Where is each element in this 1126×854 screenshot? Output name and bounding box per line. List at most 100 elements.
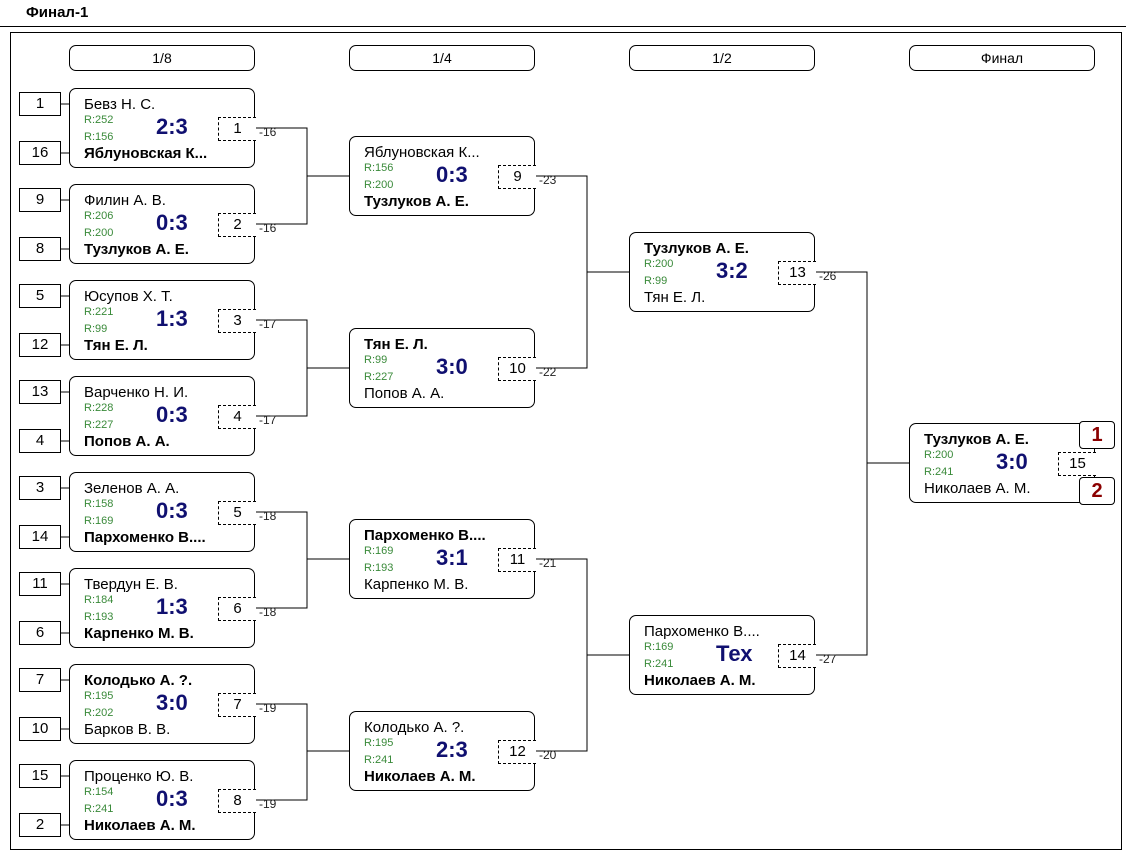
loser-destination: -19 bbox=[259, 701, 277, 715]
player-2-name: Тян Е. Л. bbox=[84, 337, 148, 354]
match-number: 12 bbox=[498, 740, 536, 764]
player-2-rating: R:200 bbox=[364, 179, 394, 191]
player-1-name: Тузлуков А. Е. bbox=[924, 431, 1029, 448]
match-number: 2 bbox=[218, 213, 256, 237]
player-1-name: Колодько А. ?. bbox=[364, 719, 465, 736]
player-1-rating: R:99 bbox=[364, 354, 388, 366]
player-2-rating: R:193 bbox=[84, 611, 114, 623]
match-number: 4 bbox=[218, 405, 256, 429]
player-1-name: Варченко Н. И. bbox=[84, 384, 189, 401]
bracket-connector bbox=[815, 271, 868, 656]
player-1-name: Тузлуков А. Е. bbox=[644, 240, 749, 257]
match-number: 10 bbox=[498, 357, 536, 381]
player-1-rating: R:206 bbox=[84, 210, 114, 222]
player-2-name: Николаев А. М. bbox=[364, 768, 476, 785]
match-score: Тех bbox=[716, 641, 753, 666]
bracket-connector bbox=[535, 558, 588, 752]
loser-destination: -16 bbox=[259, 221, 277, 235]
match-score: 1:3 bbox=[156, 306, 188, 331]
match-number: 14 bbox=[778, 644, 816, 668]
seed-box: 9 bbox=[19, 188, 61, 212]
player-2-name: Карпенко М. В. bbox=[364, 576, 469, 593]
match-number: 3 bbox=[218, 309, 256, 333]
match-score: 1:3 bbox=[156, 594, 188, 619]
match-score: 3:1 bbox=[436, 545, 468, 570]
player-2-name: Карпенко М. В. bbox=[84, 625, 194, 642]
seed-box: 10 bbox=[19, 717, 61, 741]
bracket-connector bbox=[535, 175, 588, 369]
loser-destination: -26 bbox=[819, 269, 837, 283]
player-1-name: Проценко Ю. В. bbox=[84, 768, 194, 785]
match-score: 0:3 bbox=[156, 210, 188, 235]
player-2-rating: R:227 bbox=[84, 419, 114, 431]
player-2-name: Николаев А. М. bbox=[84, 817, 196, 834]
match-number: 6 bbox=[218, 597, 256, 621]
player-1-name: Тян Е. Л. bbox=[364, 336, 428, 353]
loser-destination: -17 bbox=[259, 413, 277, 427]
player-1-rating: R:195 bbox=[84, 690, 114, 702]
player-2-name: Пархоменко В.... bbox=[84, 529, 206, 546]
player-2-name: Попов А. А. bbox=[364, 385, 445, 402]
loser-destination: -23 bbox=[539, 173, 557, 187]
seed-box: 8 bbox=[19, 237, 61, 261]
bracket-connector bbox=[255, 703, 308, 801]
player-2-name: Попов А. А. bbox=[84, 433, 170, 450]
player-2-rating: R:156 bbox=[84, 131, 114, 143]
seed-box: 7 bbox=[19, 668, 61, 692]
seed-box: 1 bbox=[19, 92, 61, 116]
match-number: 15 bbox=[1058, 452, 1096, 476]
player-2-rating: R:99 bbox=[644, 275, 668, 287]
bracket-connector bbox=[255, 319, 308, 417]
seed-box: 5 bbox=[19, 284, 61, 308]
match-score: 3:0 bbox=[156, 690, 188, 715]
loser-destination: -18 bbox=[259, 605, 277, 619]
match-score: 0:3 bbox=[156, 786, 188, 811]
player-1-rating: R:184 bbox=[84, 594, 114, 606]
bracket-connector bbox=[255, 127, 308, 225]
player-1-name: Филин А. В. bbox=[84, 192, 166, 209]
match-score: 3:0 bbox=[436, 354, 468, 379]
match-score: 3:2 bbox=[716, 258, 748, 283]
player-1-rating: R:154 bbox=[84, 786, 114, 798]
window-title: Финал-1 bbox=[26, 4, 89, 21]
seed-box: 15 bbox=[19, 764, 61, 788]
player-1-rating: R:200 bbox=[644, 258, 674, 270]
player-1-rating: R:169 bbox=[644, 641, 674, 653]
player-2-rating: R:241 bbox=[84, 803, 114, 815]
match-score: 0:3 bbox=[156, 498, 188, 523]
player-1-name: Твердун Е. В. bbox=[84, 576, 178, 593]
player-2-name: Николаев А. М. bbox=[644, 672, 756, 689]
bracket-connector bbox=[255, 511, 308, 609]
player-1-rating: R:200 bbox=[924, 449, 954, 461]
loser-destination: -16 bbox=[259, 125, 277, 139]
match-number: 11 bbox=[498, 548, 536, 572]
seed-box: 16 bbox=[19, 141, 61, 165]
player-1-name: Бевз Н. С. bbox=[84, 96, 156, 113]
loser-destination: -17 bbox=[259, 317, 277, 331]
player-2-name: Тузлуков А. Е. bbox=[364, 193, 469, 210]
player-1-rating: R:252 bbox=[84, 114, 114, 126]
seed-box: 2 bbox=[19, 813, 61, 837]
seed-box: 4 bbox=[19, 429, 61, 453]
seed-box: 13 bbox=[19, 380, 61, 404]
match-number: 7 bbox=[218, 693, 256, 717]
player-1-name: Яблуновская К... bbox=[364, 144, 480, 161]
round-header-1-2: 1/2 bbox=[629, 45, 815, 71]
round-header-final: Финал bbox=[909, 45, 1095, 71]
